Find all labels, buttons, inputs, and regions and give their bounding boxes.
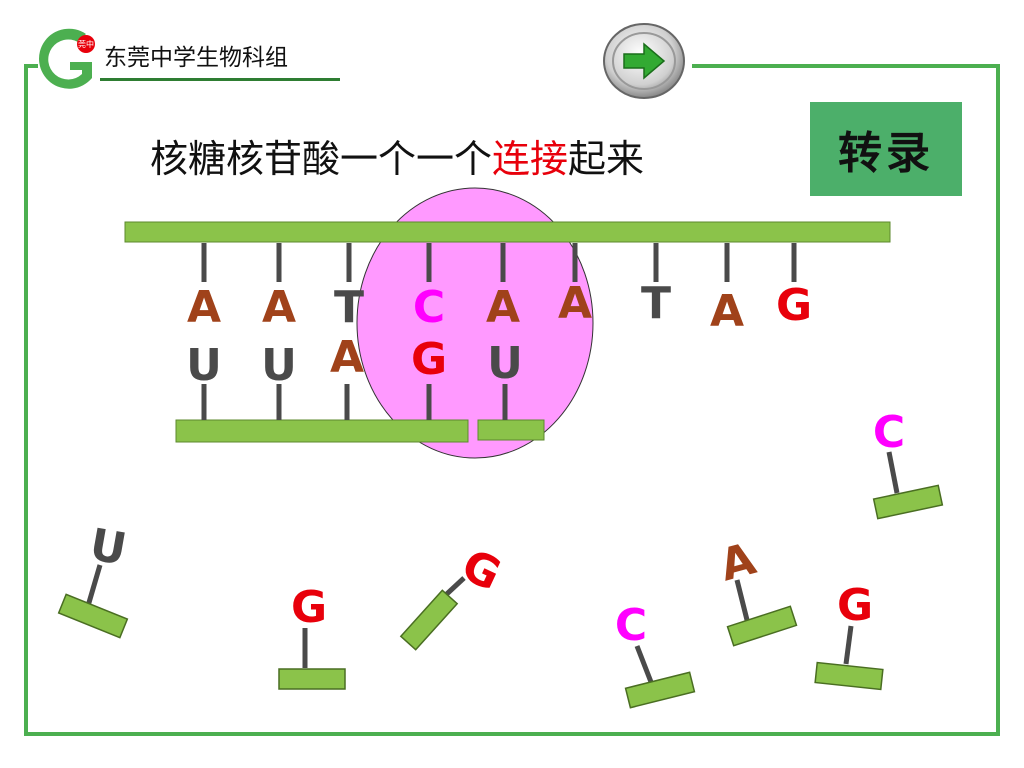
free-nucleotide[interactable]: G <box>814 580 884 691</box>
slide-title-part1: 核糖核苷酸一个一个 <box>150 137 493 181</box>
free-nucleotide[interactable]: A <box>715 533 798 647</box>
free-nucleotide[interactable]: G <box>278 582 346 690</box>
school-title: 东莞中学生物科组 <box>104 45 288 71</box>
nucleotide-stem <box>886 451 900 494</box>
rna-base-G: G <box>411 334 447 385</box>
slide-frame-top-right <box>692 64 1000 68</box>
nucleotide-stem <box>734 579 750 621</box>
free-nucleotide[interactable]: U <box>57 519 130 639</box>
dna-base-A: A <box>262 282 296 333</box>
dna-base-G: G <box>776 280 812 331</box>
slide-title: 核糖核苷酸一个一个连接起来 <box>150 128 644 183</box>
free-nucleotide[interactable]: G <box>399 540 509 651</box>
nucleotide-stem <box>843 625 854 665</box>
free-nucleotide[interactable]: C <box>872 407 944 520</box>
nucleotide-ribose <box>726 605 798 647</box>
nucleotide-ribose <box>278 668 346 690</box>
nucleotide-stem <box>634 645 654 683</box>
rna-base-A: A <box>330 332 364 383</box>
school-logo-icon: 莞中 <box>39 28 95 89</box>
header-underline <box>100 78 340 81</box>
free-base-C: C <box>873 407 905 458</box>
slide-frame-left <box>24 64 28 736</box>
dna-base-A: A <box>486 282 520 333</box>
free-base-G: G <box>291 582 327 633</box>
transcription-label-box: 转录 <box>810 102 962 196</box>
slide-title-highlight: 连接 <box>492 137 569 181</box>
nucleotide-ribose <box>814 661 884 691</box>
dna-base-T: T <box>334 282 364 333</box>
rna-base-U: U <box>261 340 297 391</box>
nucleotide-ribose <box>399 589 459 651</box>
slide-frame-right <box>996 64 1000 736</box>
slide-frame-top-left <box>24 64 38 68</box>
slide-title-part2: 起来 <box>568 137 645 181</box>
rna-base-U: U <box>186 340 222 391</box>
dna-base-A: A <box>187 282 221 333</box>
slide-frame-bottom <box>24 732 1000 736</box>
rna-strand-segment <box>175 419 469 443</box>
rna-new-nucleotide <box>477 419 545 441</box>
free-base-C: C <box>615 600 647 651</box>
rna-polymerase <box>356 187 594 459</box>
dna-base-T: T <box>641 278 671 329</box>
free-base-G: G <box>837 580 873 631</box>
dna-template-strand <box>124 221 891 243</box>
free-nucleotide[interactable]: C <box>615 600 696 709</box>
nucleotide-ribose <box>624 671 696 709</box>
free-base-A: A <box>715 533 761 591</box>
dna-base-A: A <box>558 278 592 329</box>
next-arrow-button[interactable] <box>600 20 690 102</box>
free-base-U: U <box>86 519 130 575</box>
nucleotide-stem <box>85 564 103 607</box>
dna-base-C: C <box>413 282 445 333</box>
nucleotide-ribose <box>872 484 944 520</box>
dna-base-A: A <box>710 286 744 337</box>
nucleotide-ribose <box>57 593 129 639</box>
free-base-G: G <box>454 540 508 601</box>
logo-badge-text: 莞中 <box>78 39 94 49</box>
arrow-right-icon <box>623 42 666 80</box>
rna-base-U: U <box>487 338 523 389</box>
